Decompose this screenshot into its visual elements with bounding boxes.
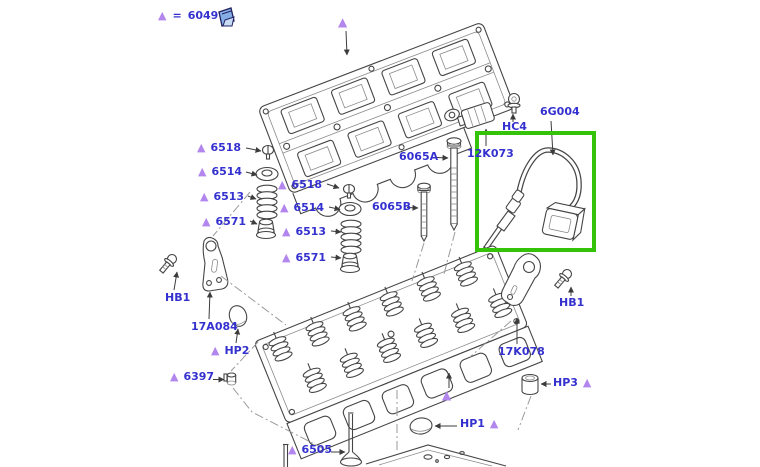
bolt-hb1-right-drawing: [553, 268, 573, 289]
part-number[interactable]: 17K078: [498, 345, 545, 358]
part-number[interactable]: HB1: [559, 296, 585, 309]
connector-12k073-drawing: [456, 102, 495, 129]
cam-carrier-drawing: [259, 23, 514, 217]
part-marker-triangle: ▲: [288, 443, 297, 456]
callout-6514-right: ▲ 6514: [280, 202, 324, 213]
part-number[interactable]: 6514: [211, 165, 243, 178]
cam-carrier-marker: ▲: [338, 15, 348, 29]
part-number[interactable]: 6514: [293, 201, 325, 214]
part-number[interactable]: 6065A: [399, 150, 439, 163]
part-marker-triangle: ▲: [280, 201, 289, 214]
sensor-boss-drawing: [444, 108, 460, 122]
callout-17k078: 17K078: [498, 346, 545, 357]
hc4-bolt-drawing: [507, 92, 521, 114]
part-number[interactable]: 6505: [301, 443, 333, 456]
part-number[interactable]: 6397: [183, 370, 215, 383]
part-marker-triangle: ▲: [198, 165, 207, 178]
part-number[interactable]: 6G004: [540, 105, 580, 118]
leader-lines: [173, 30, 574, 455]
callout-17a084: 17A084: [191, 321, 238, 332]
callout-6g004: 6G004: [540, 106, 580, 117]
legend-part-number[interactable]: 6049: [187, 9, 219, 22]
part-number[interactable]: 12K073: [467, 147, 514, 160]
part-marker-triangle: ▲: [211, 344, 220, 357]
head-gasket-corner-drawing: [365, 444, 507, 467]
part-marker-triangle: ▲: [582, 376, 592, 389]
part-marker-triangle: ▲: [489, 417, 499, 430]
callout-6505: ▲ 6505: [288, 444, 332, 455]
bolt-6065a-drawing: [446, 137, 462, 232]
bolt-6065b-drawing: [417, 182, 431, 243]
legend-triangle-icon: ▲: [158, 9, 167, 22]
legend-equals: =: [172, 9, 182, 22]
sensor-6g004-drawing: [482, 147, 586, 255]
part-number[interactable]: HB1: [165, 291, 191, 304]
callout-hp2: ▲ HP2: [211, 345, 249, 356]
callout-6513-left: ▲ 6513: [200, 191, 244, 202]
part-number[interactable]: 6571: [215, 215, 247, 228]
callout-6518-right: ▲ 6518: [278, 179, 322, 190]
highlight-box-6g004: [475, 131, 596, 252]
callout-hp1: HP1 ▲: [460, 418, 498, 429]
callout-hc4: HC4: [502, 121, 527, 132]
part-number[interactable]: HP2: [224, 344, 250, 357]
part-marker-triangle: ▲: [278, 178, 287, 191]
part-number[interactable]: 6513: [213, 190, 245, 203]
part-number[interactable]: HP1: [460, 417, 485, 430]
part-number[interactable]: HC4: [502, 120, 527, 133]
part-marker-triangle: ▲: [170, 370, 179, 383]
callout-6065b: 6065B: [372, 201, 411, 212]
part-marker-triangle: ▲: [282, 251, 291, 264]
cylinder-head-marker: ▲: [442, 388, 452, 402]
cap-hp3-drawing: [521, 373, 539, 396]
part-number[interactable]: 6518: [210, 141, 242, 154]
note-icon[interactable]: [215, 5, 239, 31]
part-marker-triangle: ▲: [282, 225, 291, 238]
bracket-17k078-drawing: [500, 253, 541, 306]
callout-hb1-left: HB1: [165, 292, 190, 303]
part-number[interactable]: 6518: [291, 178, 323, 191]
bolt-hb1-left-drawing: [158, 253, 178, 274]
callout-12k073: 12K073: [467, 148, 514, 159]
part-marker-triangle: ▲: [197, 141, 206, 154]
callout-6513-right: ▲ 6513: [282, 226, 326, 237]
callout-6065a: 6065A: [399, 151, 438, 162]
valve-stem-drawing: [283, 443, 289, 467]
part-marker-triangle: ▲: [200, 190, 209, 203]
cap-hp1-drawing: [409, 417, 433, 435]
valvetrain-left-drawing: [255, 144, 279, 240]
callout-6571-right: ▲ 6571: [282, 252, 326, 263]
part-marker-triangle: ▲: [202, 215, 211, 228]
part-number[interactable]: 17A084: [191, 320, 238, 333]
valvetrain-right-drawing: [338, 183, 362, 274]
part-number[interactable]: 6571: [295, 251, 327, 264]
plug-6397-drawing: [223, 372, 237, 386]
callout-6397: ▲ 6397: [170, 371, 214, 382]
callout-6518-left: ▲ 6518: [197, 142, 241, 153]
bracket-17a084-drawing: [202, 236, 229, 292]
callout-hb1-right: HB1: [559, 297, 584, 308]
cap-hp2-drawing: [228, 305, 248, 327]
valve-6505-drawing: [339, 412, 363, 467]
callout-6571-left: ▲ 6571: [202, 216, 246, 227]
part-number[interactable]: HP3: [553, 376, 578, 389]
centerlines: [212, 191, 532, 452]
callout-6514-left: ▲ 6514: [198, 166, 242, 177]
part-number[interactable]: 6513: [295, 225, 327, 238]
part-number[interactable]: 6065B: [372, 200, 411, 213]
callout-hp3: HP3 ▲: [553, 377, 591, 388]
legend: ▲ = 6049: [158, 9, 218, 22]
